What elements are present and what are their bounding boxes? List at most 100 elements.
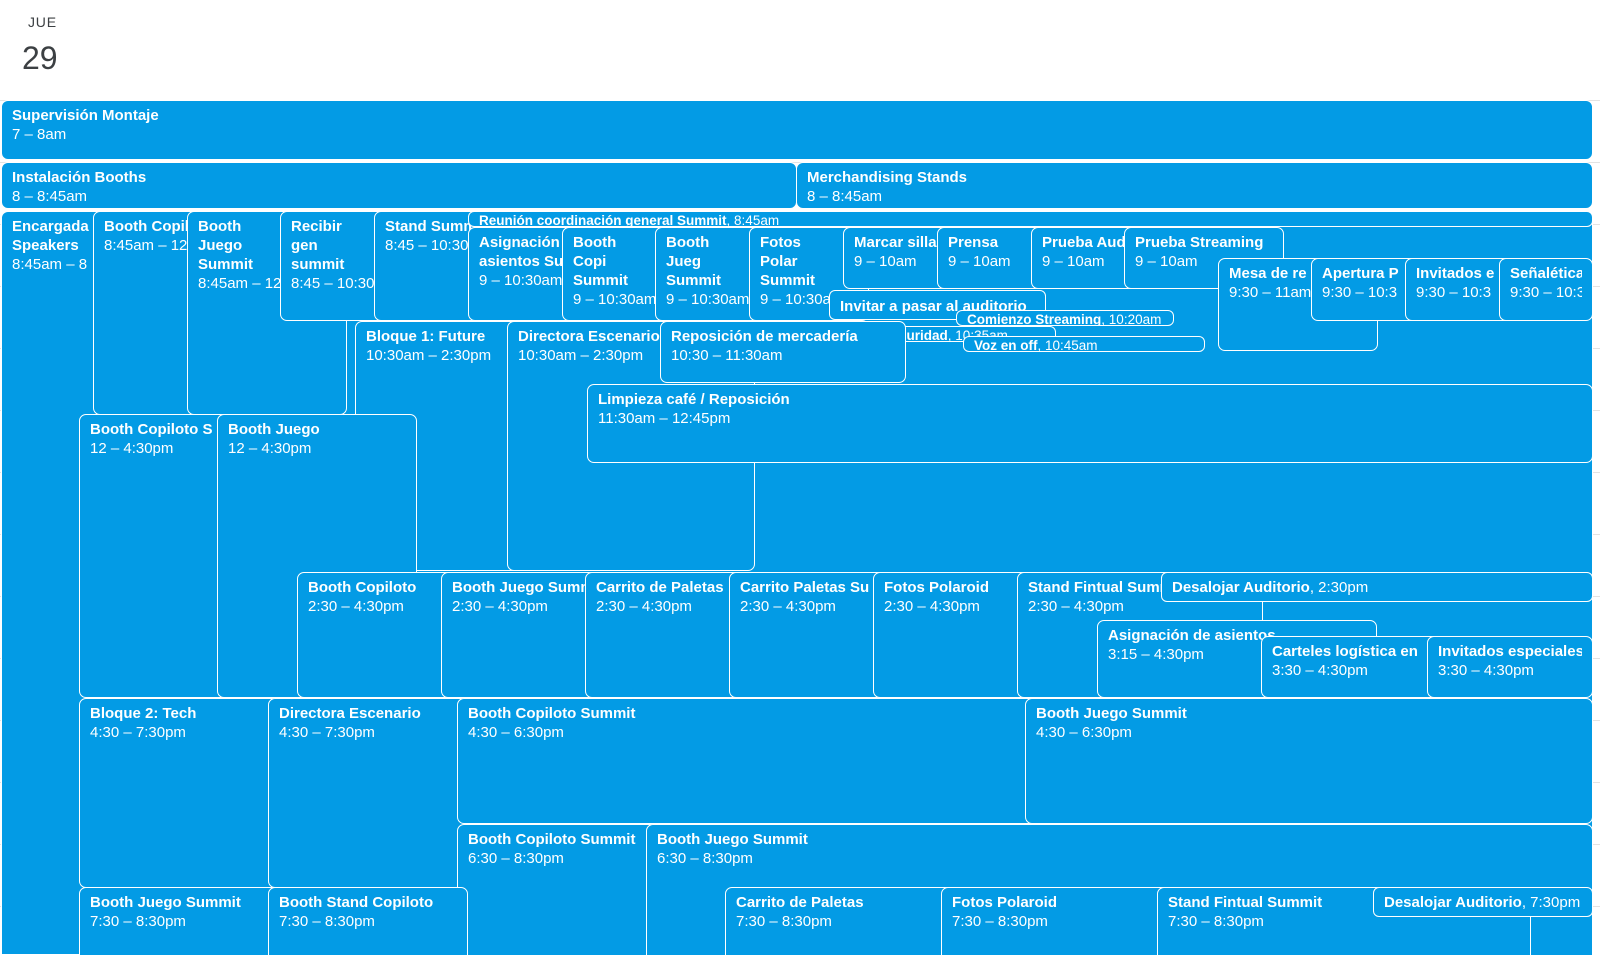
event-carrito-paletas-su[interactable]: Carrito Paletas Su 2:30 – 4:30pm [729, 572, 889, 698]
event-title: Prueba Aud [1042, 234, 1126, 251]
event-time: 9 – 10:30am [760, 291, 844, 308]
event-time: 4:30 – 6:30pm [468, 724, 564, 741]
event-title: Apertura P [1322, 265, 1399, 282]
event-time: 10:20am [1108, 312, 1162, 326]
event-title: Invitados e [1416, 265, 1495, 282]
event-title: Booth Copiloto S [90, 421, 213, 438]
event-booth-stand-copiloto[interactable]: Booth Stand Copiloto 7:30 – 8:30pm [268, 887, 468, 955]
event-title: Prensa [948, 234, 999, 251]
event-time: 9:30 – 11am [1229, 284, 1312, 301]
event-title: Reunión coordinación general Summit [479, 213, 727, 227]
event-instalacion-booths[interactable]: Instalación Booths 8 – 8:45am [1, 162, 797, 209]
event-reunion-coordinacion[interactable]: Reunión coordinación general Summit, 8:4… [468, 211, 1593, 227]
event-title: Carrito de Paletas [596, 579, 724, 596]
event-title: Booth Juego [228, 421, 320, 438]
event-time: 8 – 8:45am [12, 188, 88, 205]
event-time: 6:30 – 8:30pm [657, 850, 753, 867]
event-time: 8:45am – 8 [12, 256, 88, 273]
event-time: 8:45am [734, 213, 780, 227]
event-title: Asignación de asientos [1108, 627, 1276, 644]
event-time: 9:30 – 10:3 [1322, 284, 1398, 301]
event-time: 9 – 10:30am [479, 272, 563, 289]
event-voz-en-off[interactable]: Voz en off, 10:45am [963, 336, 1205, 352]
event-time: 2:30pm [1318, 579, 1369, 596]
event-time: 7:30 – 8:30pm [1168, 913, 1264, 930]
event-time: 12 – 4:30pm [90, 440, 174, 457]
event-title: Marcar silla [854, 234, 937, 251]
event-time: 4:30 – 7:30pm [279, 724, 375, 741]
event-senaleticas[interactable]: Señaléticas 9:30 – 10:3 [1499, 258, 1593, 321]
event-carrito-de-paletas-730[interactable]: Carrito de Paletas 7:30 – 8:30pm [725, 887, 965, 955]
event-fotos-polaroid-730[interactable]: Fotos Polaroid 7:30 – 8:30pm [941, 887, 1181, 955]
event-booth-juego-summit-430[interactable]: Booth Juego Summit 4:30 – 6:30pm [1025, 698, 1593, 824]
event-title: Booth Juego Summit [198, 218, 254, 273]
event-time: 3:15 – 4:30pm [1108, 646, 1204, 663]
event-comienzo-streaming[interactable]: Comienzo Streaming, 10:20am [956, 310, 1174, 326]
event-title: Encargada Speakers [12, 218, 89, 254]
event-title: Mesa de re [1229, 265, 1307, 282]
event-title: Fotos Polaroid [952, 894, 1057, 911]
event-time: 8:45 – 10:30 [385, 237, 469, 254]
event-title: Invitados especiales [1438, 643, 1582, 660]
event-title: Comienzo Streaming [967, 312, 1102, 326]
event-bloque-2-tech[interactable]: Bloque 2: Tech 4:30 – 7:30pm [79, 698, 279, 888]
event-title: Desalojar Auditorio [1384, 894, 1522, 911]
event-title: Booth Stand Copiloto [279, 894, 434, 911]
event-time: 8:45 – 10:30 [291, 275, 375, 292]
event-time: 7:30 – 8:30pm [952, 913, 1048, 930]
event-booth-copiloto-summit-630[interactable]: Booth Copiloto Summit 6:30 – 8:30pm [457, 824, 657, 955]
event-title: Fotos Polar Summit [760, 234, 816, 289]
day-name: JUE [28, 14, 57, 30]
event-title: Carteles logística en [1272, 643, 1418, 660]
event-carrito-de-paletas-230[interactable]: Carrito de Paletas 2:30 – 4:30pm [585, 572, 745, 698]
event-invitados-especiales[interactable]: Invitados especiales 3:30 – 4:30pm [1427, 636, 1593, 698]
event-time: 2:30 – 4:30pm [740, 598, 836, 615]
event-time: 8:45am – 12 [198, 275, 282, 292]
event-time: 7:30pm [1530, 894, 1581, 911]
event-carteles-logistica[interactable]: Carteles logística en 3:30 – 4:30pm [1261, 636, 1459, 698]
event-booth-copiloto-summit-430[interactable]: Booth Copiloto Summit 4:30 – 6:30pm [457, 698, 1037, 824]
event-title: Booth Copi Summit [573, 234, 629, 289]
event-merchandising-stands[interactable]: Merchandising Stands 8 – 8:45am [796, 162, 1593, 209]
event-desalojar-auditorio-230[interactable]: Desalojar Auditorio, 2:30pm [1161, 572, 1593, 602]
event-fotos-polaroid-230[interactable]: Fotos Polaroid 2:30 – 4:30pm [873, 572, 1033, 698]
event-limpieza-cafe[interactable]: Limpieza café / Reposición 11:30am – 12:… [587, 384, 1593, 463]
event-time: 4:30 – 6:30pm [1036, 724, 1132, 741]
event-time: 7:30 – 8:30pm [90, 913, 186, 930]
event-reposicion-mercaderia[interactable]: Reposición de mercadería 10:30 – 11:30am [660, 321, 906, 383]
event-time: 4:30 – 7:30pm [90, 724, 186, 741]
event-title: Booth Copiloto Summit [468, 831, 636, 848]
event-title: Supervisión Montaje [12, 107, 159, 124]
event-time: 3:30 – 4:30pm [1272, 662, 1368, 679]
event-title: Desalojar Auditorio [1172, 579, 1310, 596]
event-directora-escenario-pm[interactable]: Directora Escenario 4:30 – 7:30pm [268, 698, 468, 888]
event-title: Reposición de mercadería [671, 328, 858, 345]
event-time: 9 – 10am [854, 253, 917, 270]
event-time: 2:30 – 4:30pm [308, 598, 404, 615]
event-title: Prueba Streaming [1135, 234, 1264, 251]
event-time: 9 – 10:30am [666, 291, 750, 308]
event-time: 10:30am – 2:30pm [366, 347, 492, 364]
event-title: Bloque 2: Tech [90, 705, 197, 722]
event-time: 9:30 – 10:3 [1416, 284, 1492, 301]
event-supervision-montaje[interactable]: Supervisión Montaje 7 – 8am [1, 100, 1593, 160]
day-number[interactable]: 29 [22, 40, 58, 76]
event-title: Carrito de Paletas [736, 894, 864, 911]
event-title: Merchandising Stands [807, 169, 968, 186]
event-time: 9 – 10am [1135, 253, 1198, 270]
event-title: Booth Copiloto Summit [468, 705, 636, 722]
event-booth-copiloto-230[interactable]: Booth Copiloto 2:30 – 4:30pm [297, 572, 457, 698]
event-title: Booth Copil [104, 218, 189, 235]
event-time: 6:30 – 8:30pm [468, 850, 564, 867]
event-desalojar-auditorio-730[interactable]: Desalojar Auditorio, 7:30pm [1373, 887, 1593, 917]
event-title: Limpieza café / Reposición [598, 391, 790, 408]
event-time: 3:30 – 4:30pm [1438, 662, 1534, 679]
event-time: 7:30 – 8:30pm [736, 913, 832, 930]
event-time: 7:30 – 8:30pm [279, 913, 375, 930]
event-booth-juego-summit-730[interactable]: Booth Juego Summit 7:30 – 8:30pm [79, 887, 279, 955]
event-title: Directora Escenario [518, 328, 660, 345]
event-time: 10:30 – 11:30am [671, 347, 783, 364]
event-title: Booth Copiloto [308, 579, 417, 596]
event-booth-juego-summit-230[interactable]: Booth Juego Summit 2:30 – 4:30pm [441, 572, 601, 698]
